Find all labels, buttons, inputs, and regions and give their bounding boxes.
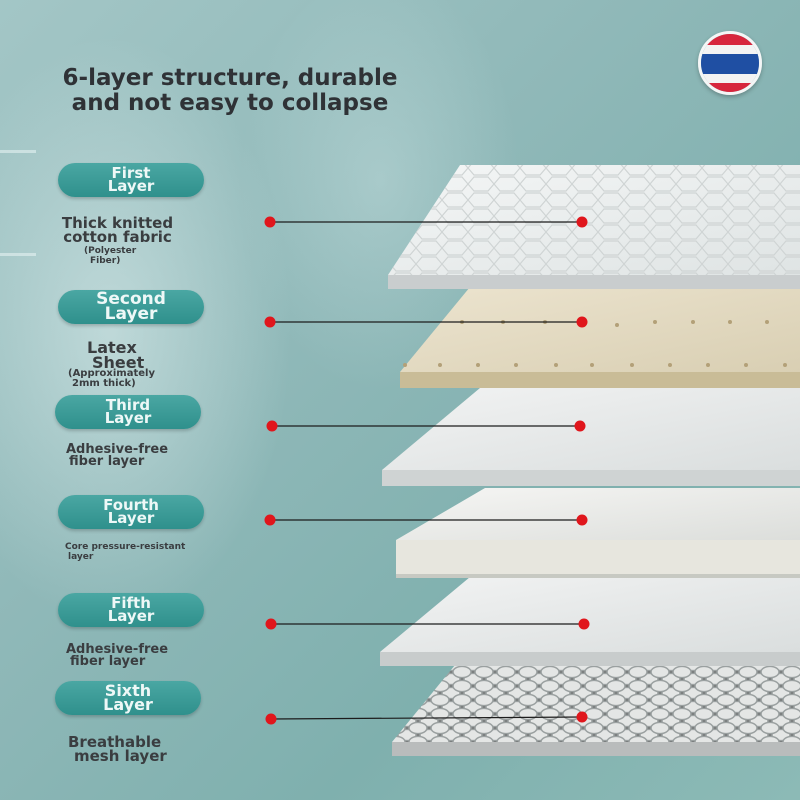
flag-stripe-3 xyxy=(701,54,759,74)
layer-fourth-label-line-2: Layer xyxy=(107,509,155,527)
layer-first-label-line-1: First xyxy=(111,164,151,182)
layer-fifth-desc-line-1: Adhesive-free xyxy=(66,642,169,657)
connector-first xyxy=(264,216,588,228)
flag-stripe-1 xyxy=(701,34,759,45)
layer-second-desc-line-1: Latex xyxy=(87,338,137,357)
layer-sixth-desc-line-1: Breathable xyxy=(68,733,162,751)
layer-third-label: Third Layer xyxy=(55,395,201,429)
flag-stripe-5 xyxy=(701,83,759,92)
background-window-frame xyxy=(0,150,36,256)
layer-fourth-label: Fourth Layer xyxy=(58,495,204,529)
layer-first-sheet xyxy=(388,165,800,289)
layer-fifth-sheet xyxy=(380,577,800,666)
layer-fourth-sheet xyxy=(396,488,800,578)
layer-first-note: (Polyester Fiber) xyxy=(84,246,184,266)
layer-second-desc-line-2: Sheet xyxy=(92,353,145,372)
layer-second-label-line-2: Layer xyxy=(104,304,158,324)
layer-fifth-label-line-1: Fifth xyxy=(111,594,151,612)
layer-fourth-description: Core pressure-resistant layer xyxy=(65,542,215,562)
layer-first-label: First Layer xyxy=(58,163,204,197)
layer-second-label-line-1: Second xyxy=(96,289,166,309)
layer-second-description: Latex Sheet xyxy=(72,338,172,372)
layer-fifth-label-line-2: Layer xyxy=(107,607,155,625)
layer-first-desc-line-1: Thick knitted xyxy=(61,214,174,232)
layer-second-sheet xyxy=(400,287,800,388)
title-line-1: 6-layer structure, durable xyxy=(62,65,398,91)
layer-third-label-line-2: Layer xyxy=(104,409,152,427)
layer-fifth-label: Fifth Layer xyxy=(58,593,204,627)
layer-second-note-line-1: (Approximately xyxy=(68,368,155,379)
connector-fourth xyxy=(264,514,588,526)
connector-sixth xyxy=(265,711,588,725)
layer-fourth-label-line-1: Fourth xyxy=(103,496,159,514)
layer-first-note-line-2: Fiber) xyxy=(90,256,121,266)
layer-second-note-line-2: 2mm thick) xyxy=(72,378,136,389)
layer-third-desc-line-1: Adhesive-free xyxy=(66,442,169,457)
layer-first-label-line-2: Layer xyxy=(107,177,155,195)
layer-first-desc-line-2: cotton fabric xyxy=(63,228,172,246)
flag-stripe-4 xyxy=(701,74,759,83)
layer-fifth-description: Adhesive-free fiber layer xyxy=(60,642,190,669)
layer-sixth-label-line-2: Layer xyxy=(103,695,153,714)
layer-sixth-label-line-1: Sixth xyxy=(104,681,152,700)
layer-sixth-sheet xyxy=(392,665,800,756)
connector-third xyxy=(266,420,586,432)
flag-stripe-2 xyxy=(701,45,759,54)
connector-fifth xyxy=(265,618,590,630)
layer-first-description: Thick knitted cotton fabric xyxy=(30,214,205,246)
thailand-flag-icon xyxy=(698,31,762,95)
layer-third-description: Adhesive-free fiber layer xyxy=(60,442,190,469)
layer-first-note-line-1: (Polyester xyxy=(84,246,137,256)
layer-sixth-desc-line-2: mesh layer xyxy=(74,747,167,765)
layer-second-note: (Approximately 2mm thick) xyxy=(68,369,178,389)
layer-fifth-desc-line-2: fiber layer xyxy=(70,654,146,669)
page-title: 6-layer structure, durable and not easy … xyxy=(50,66,410,116)
layer-third-desc-line-2: fiber layer xyxy=(69,454,145,469)
title-line-2: and not easy to collapse xyxy=(71,90,389,116)
layer-fourth-desc-line-1: Core pressure-resistant xyxy=(65,542,186,552)
layer-sixth-description: Breathable mesh layer xyxy=(60,733,190,765)
layer-fourth-desc-line-2: layer xyxy=(68,552,94,562)
layer-sixth-label: Sixth Layer xyxy=(55,681,201,715)
layer-third-label-line-1: Third xyxy=(105,396,151,414)
connector-second xyxy=(264,316,588,328)
layer-second-label: Second Layer xyxy=(58,290,204,324)
layer-third-sheet xyxy=(382,388,800,486)
